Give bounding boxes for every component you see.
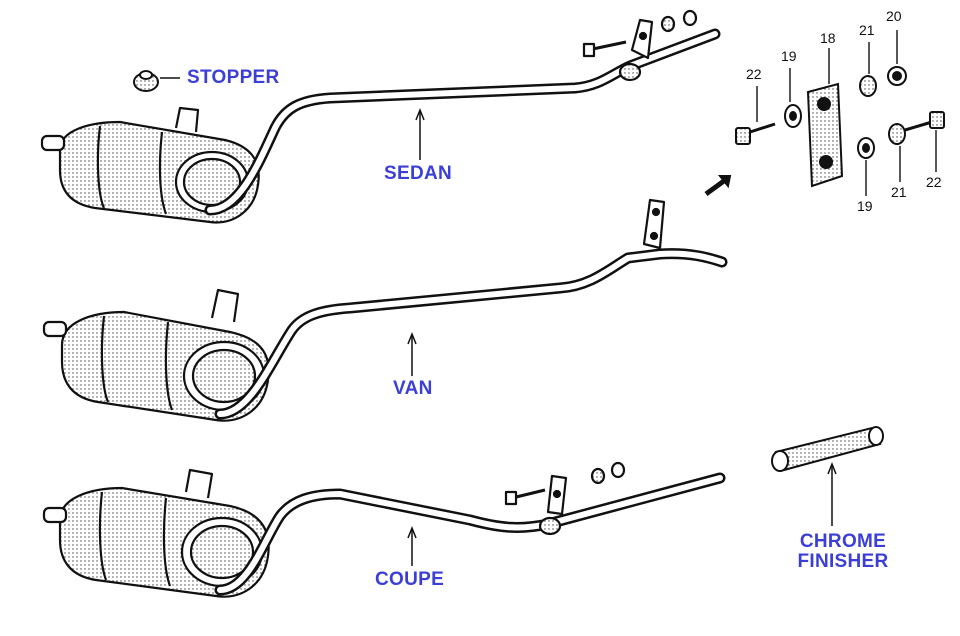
van-muffler-assembly: [42, 198, 728, 422]
part-leaders: [756, 30, 937, 196]
part-number-19-top: 19: [781, 48, 797, 64]
part-number-21-top: 21: [859, 22, 875, 38]
hanger-hardware: [704, 66, 945, 197]
sedan-label: SEDAN: [384, 163, 453, 184]
stopper-part: [133, 70, 159, 92]
part-number-18: 18: [820, 30, 836, 46]
chrome-finisher-part: [771, 426, 884, 472]
stopper-label: STOPPER: [187, 67, 280, 88]
coupe-muffler-assembly: [42, 461, 726, 598]
part-number-22-right: 22: [926, 174, 942, 190]
sedan-muffler-assembly: [40, 9, 721, 224]
part-number-21-bottom: 21: [891, 184, 907, 200]
chrome-finisher-label: CHROME FINISHER: [797, 531, 889, 572]
part-number-22-left: 22: [746, 66, 762, 82]
van-label: VAN: [393, 378, 433, 399]
part-number-19-bottom: 19: [857, 198, 873, 214]
part-number-20: 20: [886, 8, 902, 24]
coupe-label: COUPE: [375, 569, 445, 590]
